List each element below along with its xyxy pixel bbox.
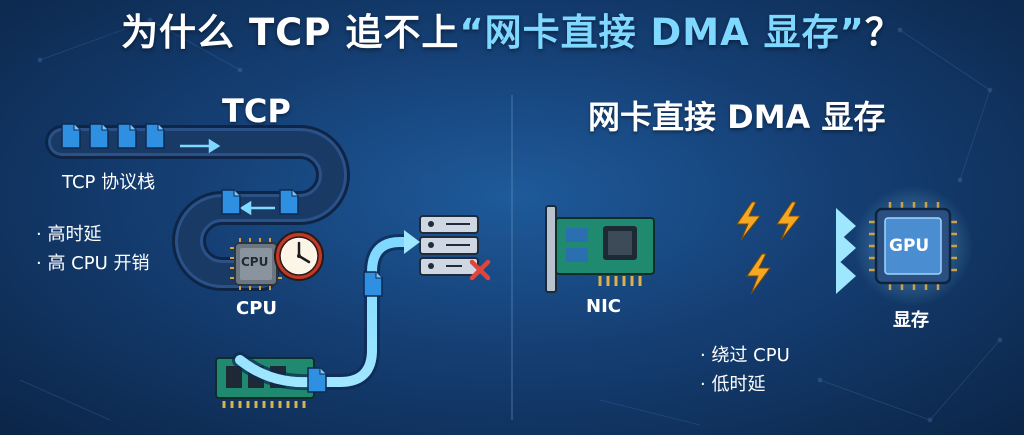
file-icon — [89, 123, 109, 149]
data-flow-arrow — [232, 230, 420, 391]
dma-bullet-bypass-cpu-text: 绕过 CPU — [711, 345, 790, 366]
gpu-memory-label: 显存 — [893, 310, 929, 331]
file-icon — [221, 189, 241, 215]
chip-icon — [230, 238, 282, 290]
background-network — [19, 17, 1003, 426]
file-icon — [145, 123, 165, 149]
dma-bullet-low-latency: · 低时延 — [700, 374, 766, 395]
tcp-heading: TCP — [222, 92, 291, 130]
clock-icon — [274, 231, 324, 281]
gpu-chip-text: GPU — [889, 236, 930, 256]
error-x-icon — [469, 259, 491, 281]
file-icon — [279, 189, 299, 215]
tcp-bullet-cpu-overhead: · 高 CPU 开销 — [36, 253, 150, 274]
nic-label: NIC — [586, 296, 621, 317]
lightning-icon — [736, 201, 762, 241]
tcp-pipe — [45, 125, 350, 291]
gpu-icon — [853, 186, 973, 306]
title-question-mark: ？ — [864, 11, 903, 54]
tcp-bullet-cpu-overhead-text: 高 CPU 开销 — [47, 253, 150, 274]
dma-heading: 网卡直接 DMA 显存 — [588, 98, 886, 136]
cpu-label: CPU — [236, 298, 278, 319]
tcp-bullet-latency: · 高时延 — [36, 224, 102, 245]
title-text: 为什么 TCP 追不上 — [121, 11, 460, 54]
tcp-bullet-latency-text: 高时延 — [47, 224, 102, 245]
file-icon — [117, 123, 137, 149]
file-icon — [61, 123, 81, 149]
cpu-chip-text: CPU — [241, 255, 269, 269]
page-title: 为什么 TCP 追不上“网卡直接 DMA 显存”？ — [0, 2, 1024, 56]
file-icon — [307, 367, 327, 393]
lightning-icon — [776, 201, 802, 241]
tcp-stack-label: TCP 协议栈 — [62, 172, 156, 193]
dma-bullet-bypass-cpu: · 绕过 CPU — [700, 345, 790, 366]
dma-bullet-low-latency-text: 低时延 — [711, 374, 766, 395]
title-highlight: “网卡直接 DMA 显存” — [459, 11, 865, 54]
server-icon — [419, 215, 479, 276]
dma-flow-arrows — [668, 208, 856, 294]
lightning-icon — [746, 253, 771, 295]
file-icon — [363, 271, 383, 297]
network-card-icon — [545, 205, 655, 293]
